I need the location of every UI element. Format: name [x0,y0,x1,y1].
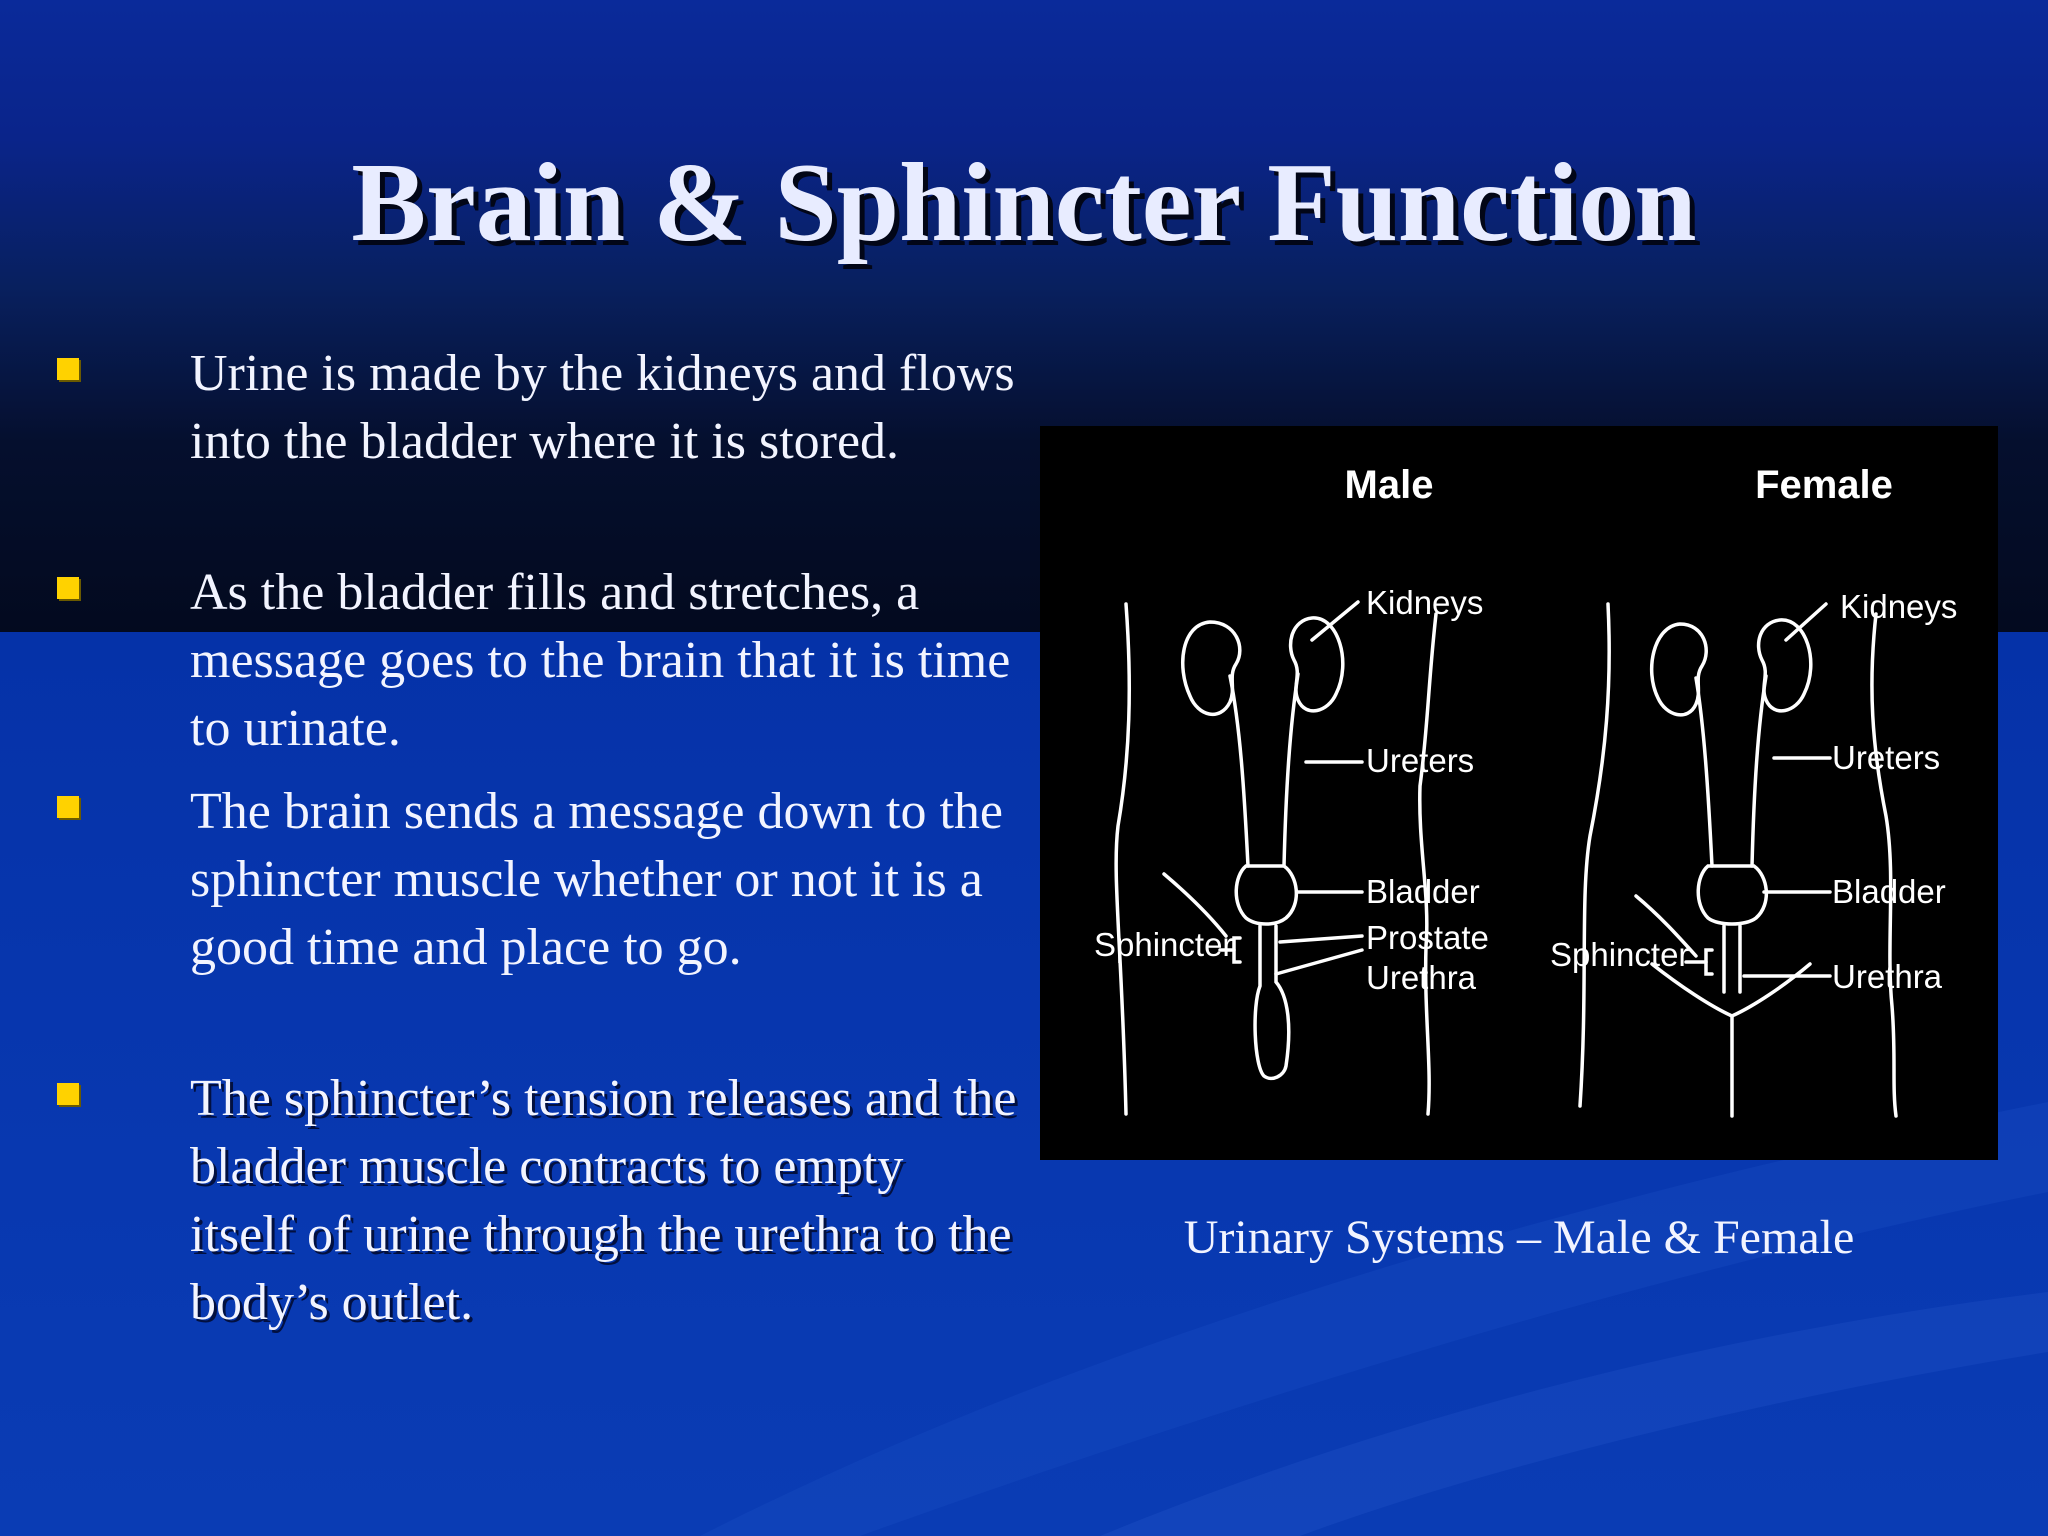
urinary-systems-illustration: Male Kidneys Ureters Bladder Prostate Ur… [1094,463,1957,1118]
male-left-ureter [1228,674,1250,868]
male-left-kidney [1181,620,1242,717]
female-right-ureter [1750,674,1768,868]
female-label-bladder: Bladder [1832,873,1946,910]
male-diagram [1114,600,1438,1116]
female-left-ureter [1694,676,1714,868]
male-label-ureters: Ureters [1366,742,1474,779]
male-label-kidneys: Kidneys [1366,584,1483,621]
male-bladder [1234,864,1299,926]
male-label-prostate: Prostate [1366,919,1489,956]
female-kidneys-pointer [1784,602,1828,642]
female-label-ureters: Ureters [1832,739,1940,776]
male-label-bladder: Bladder [1366,873,1480,910]
bullet-text-2: As the bladder fills and stretches, a me… [190,564,1011,757]
male-label-urethra: Urethra [1366,959,1477,996]
male-kidneys-pointer [1310,600,1360,642]
female-label-urethra: Urethra [1832,958,1943,995]
female-bladder [1696,864,1769,926]
male-heading: Male [1345,463,1434,507]
background-swoosh [700,1102,2048,1536]
bullet-square-icon [57,1083,79,1105]
male-urethra-pointer [1274,948,1364,976]
bullet-text-1: Urine is made by the kidneys and flows i… [190,345,1015,470]
female-heading: Female [1755,463,1893,507]
bullet-square-icon [57,796,79,818]
urinary-systems-figure: Male Kidneys Ureters Bladder Prostate Ur… [1040,426,1998,1160]
bullet-square-icon [57,577,79,599]
female-diagram [1578,602,1898,1118]
female-label-kidneys: Kidneys [1840,588,1957,625]
female-label-sphincter: Sphincter [1550,936,1689,973]
female-urethra [1722,924,1742,994]
female-body-left-outline [1578,602,1611,1108]
male-body-right-outline [1418,612,1438,1116]
bullet-text-4: The sphincter’s tension releases and the… [190,1070,1017,1331]
female-right-kidney [1756,618,1813,713]
bullet-square-icon [57,358,79,380]
male-body-left-outline [1114,602,1132,1116]
bullet-list: Urine is made by the kidneys and flows i… [0,0,1040,1400]
male-urethra [1253,924,1291,1081]
female-left-kidney [1649,622,1708,717]
bullet-text-3: The brain sends a message down to the sp… [190,783,1004,976]
figure-caption: Urinary Systems – Male & Female [1183,1211,1855,1264]
male-pelvis-line [1162,872,1228,938]
male-label-sphincter: Sphincter [1094,926,1233,963]
male-right-ureter [1282,672,1300,868]
female-pelvis-line [1634,894,1698,958]
female-body-right-outline [1870,612,1898,1118]
slide-title: Brain & Sphincter Function [351,141,1697,265]
male-prostate-pointer [1278,934,1364,944]
male-right-kidney [1288,616,1345,713]
